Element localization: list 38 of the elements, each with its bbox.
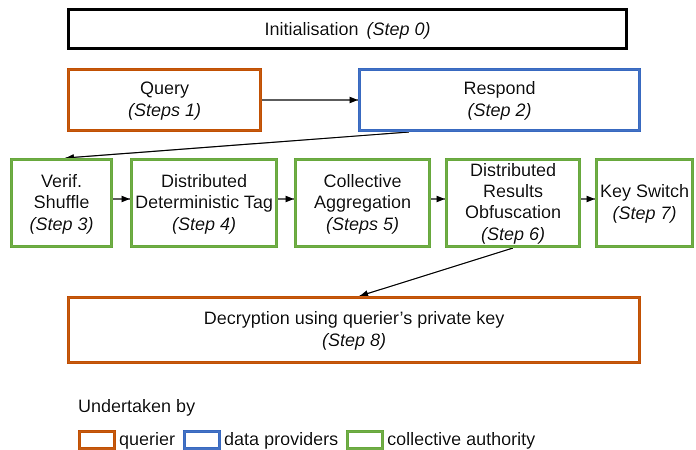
step-name: Collective Aggregation	[312, 170, 412, 212]
process-box	[358, 68, 641, 132]
step-number: (Step 2)	[467, 99, 532, 122]
step-name: Distributed Results Obfuscation	[464, 160, 562, 223]
legend-label: data providers	[224, 428, 338, 450]
arrow	[262, 96, 358, 104]
process-box	[445, 158, 581, 248]
arrow	[360, 247, 514, 297]
process-box	[10, 158, 113, 248]
arrow	[66, 131, 409, 161]
step-number: (Step 7)	[612, 202, 677, 225]
legend-title: Undertaken by	[78, 395, 196, 418]
step-number: (Step 0)	[366, 18, 431, 41]
step-number: (Steps 1)	[128, 99, 202, 122]
step-number: (Step 8)	[322, 329, 386, 352]
legend-label: querier	[119, 428, 176, 450]
step-number: (Steps 5)	[326, 212, 400, 236]
arrow	[113, 196, 130, 202]
process-box	[67, 68, 262, 132]
step-name: Initialisation	[264, 18, 359, 41]
step-number: (Step 6)	[480, 223, 546, 246]
process-box	[67, 296, 641, 364]
step-number: (Step 4)	[172, 212, 236, 236]
process-box	[294, 158, 431, 248]
step-number: (Step 3)	[29, 212, 94, 236]
step-name: Verif. Shuffle	[32, 170, 90, 212]
step-name: Key Switch	[600, 181, 690, 202]
step-name: Respond	[463, 78, 536, 99]
step-name: Decryption using querier’s private key	[204, 308, 504, 329]
arrow	[431, 196, 445, 202]
step-name: Query	[140, 78, 190, 99]
step-name: Distributed Deterministic Tag	[134, 170, 274, 212]
process-box	[67, 8, 628, 50]
arrow	[581, 196, 595, 202]
arrow	[278, 196, 294, 202]
process-box	[595, 158, 694, 248]
process-box	[130, 158, 278, 248]
legend-label: collective authority	[387, 428, 536, 450]
